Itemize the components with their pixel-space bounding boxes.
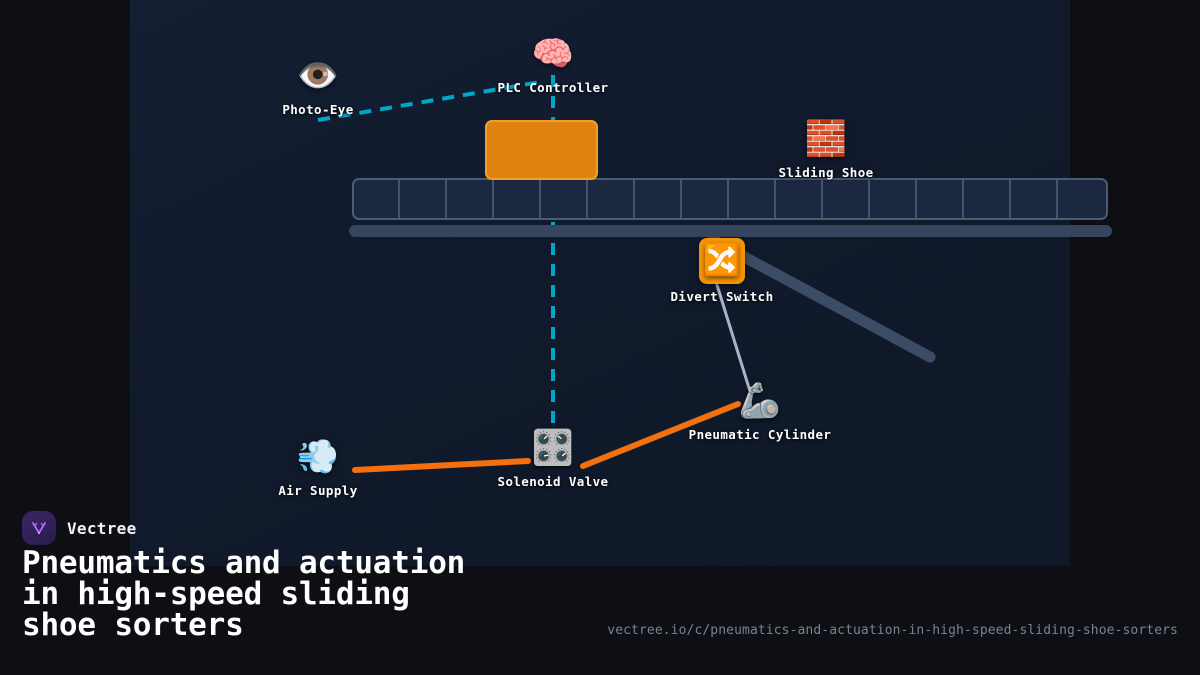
brand-name: Vectree xyxy=(67,518,137,538)
connection-lines xyxy=(317,75,936,473)
conveyor-bed xyxy=(352,178,1108,220)
page-title: Pneumatics and actuation in high-speed s… xyxy=(22,545,466,643)
node-label-sliding-shoe: Sliding Shoe xyxy=(778,165,874,180)
conveyor-roller xyxy=(727,180,729,218)
node-photo-eye[interactable]: 👁️ Photo-Eye xyxy=(218,55,418,117)
vectree-v-logo-icon xyxy=(22,511,56,545)
node-air-supply[interactable]: 💨 Air Supply xyxy=(218,436,418,498)
eye-icon: 👁️ xyxy=(296,56,340,96)
node-sliding-shoe[interactable]: 🧱 Sliding Shoe xyxy=(726,118,926,180)
conveyor-roller xyxy=(586,180,588,218)
control-knobs-icon: 🎛️ xyxy=(531,428,575,468)
brick-wall-icon: 🧱 xyxy=(804,119,848,159)
conveyor-roller xyxy=(774,180,776,218)
conveyor-roller xyxy=(492,180,494,218)
edge-cylinder-to-divert-switch xyxy=(715,283,751,390)
conveyor-roller xyxy=(868,180,870,218)
node-label-air-supply: Air Supply xyxy=(278,483,358,498)
mechanical-arm-icon: 🦾 xyxy=(738,381,782,421)
source-url: vectree.io/c/pneumatics-and-actuation-in… xyxy=(607,623,1178,638)
node-plc-controller[interactable]: 🧠 PLC Controller xyxy=(453,33,653,95)
node-pneumatic-cylinder[interactable]: 🦾 Pneumatic Cylinder xyxy=(660,380,860,442)
conveyor-roller xyxy=(1056,180,1058,218)
package-on-belt xyxy=(485,120,598,180)
conveyor-roller xyxy=(915,180,917,218)
node-solenoid-valve[interactable]: 🎛️ Solenoid Valve xyxy=(453,427,653,489)
conveyor-frame xyxy=(349,225,1112,237)
node-label-photo-eye: Photo-Eye xyxy=(282,102,354,117)
diagram-panel: 👁️ Photo-Eye 🧠 PLC Controller 🧱 Sliding … xyxy=(130,0,1112,566)
node-label-divert-switch: Divert Switch xyxy=(670,289,774,304)
node-divert-switch[interactable]: 🔀 Divert Switch xyxy=(622,238,822,304)
brand-row: Vectree xyxy=(22,511,137,545)
conveyor-roller xyxy=(539,180,541,218)
node-label-solenoid-valve: Solenoid Valve xyxy=(497,474,609,489)
conveyor-roller xyxy=(1009,180,1011,218)
node-label-pneumatic-cylinder: Pneumatic Cylinder xyxy=(688,427,832,442)
conveyor-roller xyxy=(398,180,400,218)
conveyor-roller xyxy=(962,180,964,218)
conveyor-roller xyxy=(680,180,682,218)
edge-air-supply-to-solenoid xyxy=(352,458,531,473)
brain-icon: 🧠 xyxy=(531,34,575,74)
conveyor-roller xyxy=(821,180,823,218)
conveyor-roller xyxy=(633,180,635,218)
shuffle-arrows-icon: 🔀 xyxy=(699,238,745,284)
wind-blowing-icon: 💨 xyxy=(296,437,340,477)
node-label-plc-controller: PLC Controller xyxy=(497,80,609,95)
edge-solenoid-to-cylinder xyxy=(580,401,741,469)
conveyor-roller xyxy=(445,180,447,218)
edge-photo-eye-to-plc xyxy=(317,80,541,122)
edge-divert-chute xyxy=(707,234,936,363)
